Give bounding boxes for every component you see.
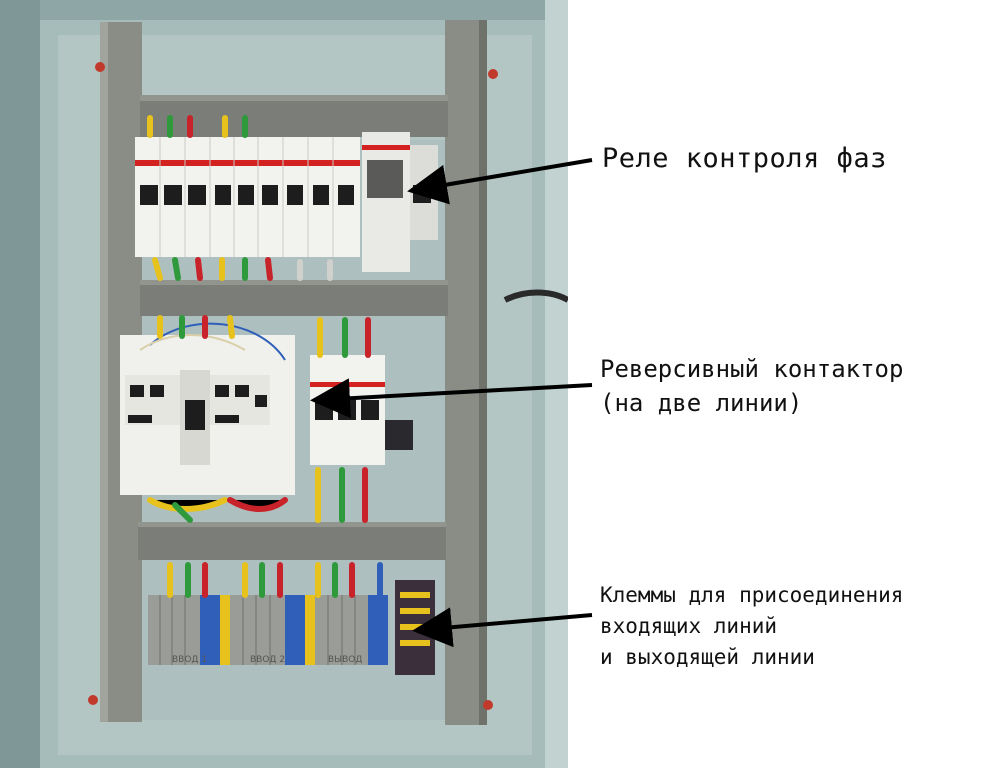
din-rail-lower-middle	[138, 522, 446, 560]
cabinet-photo: ВВОД 1 ВВОД 2 ВЫВОД	[0, 0, 568, 768]
label-phase-relay: Реле контроля фаз	[602, 143, 887, 174]
din-rail-top	[140, 95, 448, 137]
terminal-label-input-2: ВВОД 2	[250, 655, 285, 665]
cable-gland-wire	[503, 289, 568, 303]
top-wires	[147, 115, 333, 281]
label-reversing-contactor-line-2: (на две линии)	[600, 389, 803, 417]
middle-wires	[147, 315, 371, 523]
label-reversing-contactor-line-1: Реверсивный контактор	[600, 355, 904, 383]
label-terminals-line-1: Клеммы для присоединения	[600, 583, 904, 607]
label-terminals: Клеммы для присоединения входящих линий …	[600, 580, 903, 673]
top-circuit-breakers	[135, 137, 360, 257]
terminal-label-input-1: ВВОД 1	[172, 655, 207, 665]
terminal-label-output: ВЫВОД	[328, 655, 362, 665]
reversing-contactor	[120, 322, 295, 495]
phase-control-relay	[362, 132, 438, 272]
din-rail-upper-middle	[140, 280, 448, 316]
label-reversing-contactor: Реверсивный контактор (на две линии)	[600, 352, 903, 420]
bottom-wires	[167, 562, 383, 598]
screws	[88, 62, 498, 710]
label-terminals-line-3: и выходящей линии	[600, 645, 815, 669]
label-terminals-line-2: входящих линий	[600, 614, 778, 638]
terminal-block: ВВОД 1 ВВОД 2 ВЫВОД	[148, 580, 435, 675]
